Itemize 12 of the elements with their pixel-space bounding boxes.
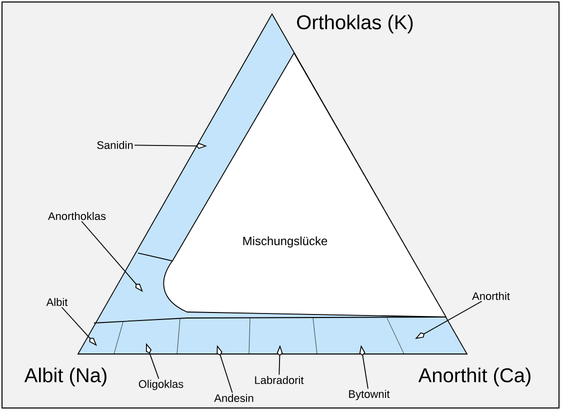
region-label: Mischungslücke bbox=[243, 236, 328, 248]
mineral-label: Albit bbox=[46, 298, 68, 306]
mineral-label: Anorthit bbox=[472, 292, 510, 300]
mineral-label: Labradorit bbox=[255, 376, 304, 384]
vertex-label: Anorthit (Ca) bbox=[418, 368, 530, 386]
vertex-label: Orthoklas (K) bbox=[297, 14, 413, 34]
mineral-label: Sanidin bbox=[97, 140, 133, 150]
mineral-label: Anorthoklas bbox=[48, 212, 106, 220]
mineral-label: Andesin bbox=[214, 394, 254, 402]
mineral-label: Oligoklas bbox=[138, 380, 184, 390]
mineral-label: Bytownit bbox=[349, 390, 390, 400]
vertex-label: Albit (Na) bbox=[24, 368, 106, 386]
